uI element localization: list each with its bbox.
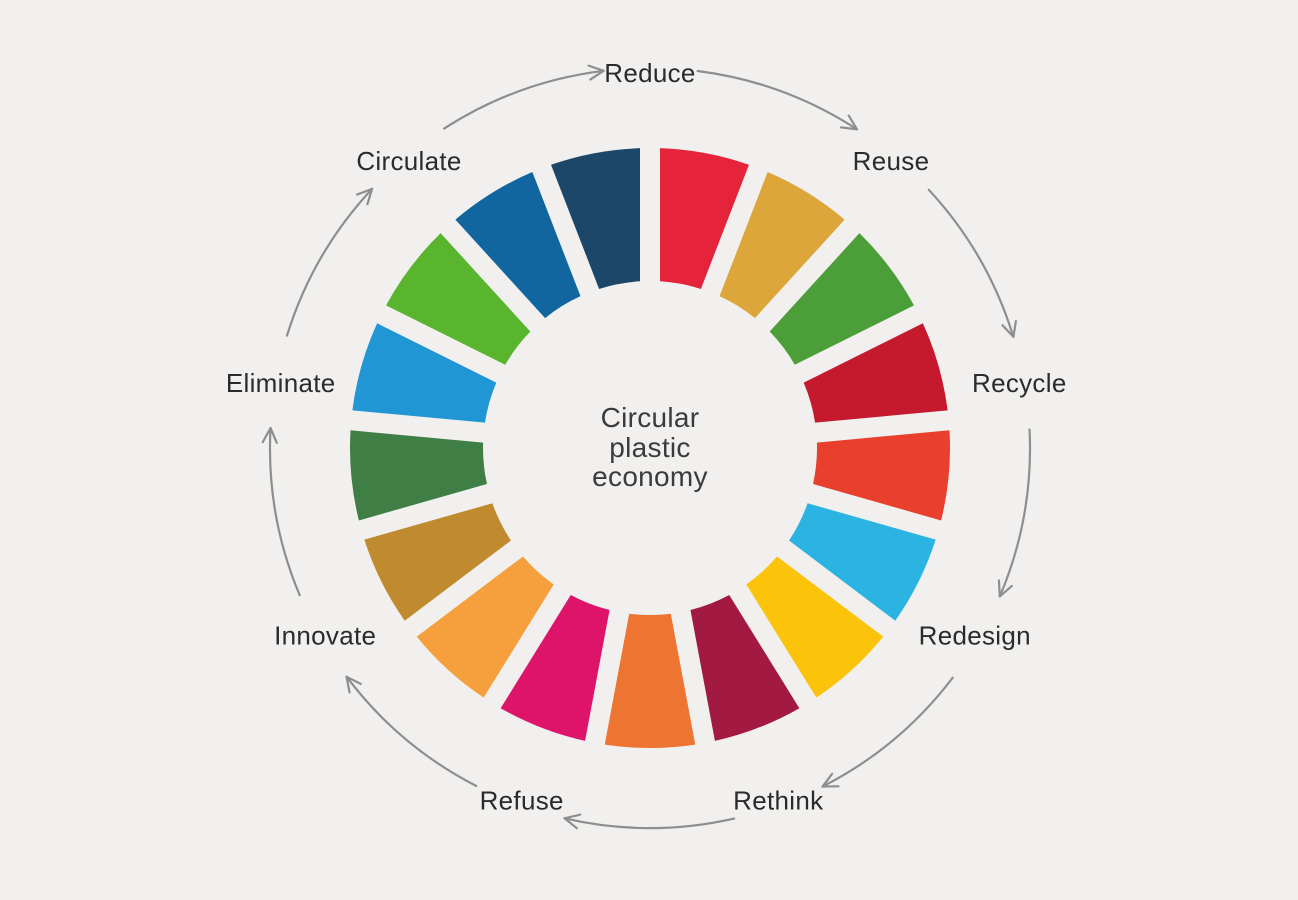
wheel-segment-9 (604, 613, 696, 749)
center-title-line-1: Circular (600, 402, 700, 433)
wheel-segment-12 (364, 503, 511, 621)
wheel-segment-14 (352, 323, 497, 423)
step-label-8: Eliminate (226, 368, 336, 398)
cycle-arrow-4 (821, 676, 954, 788)
cycle-arrowhead-6 (345, 675, 362, 694)
wheel-segment-15 (386, 233, 531, 365)
cycle-arrowhead-1 (839, 114, 859, 131)
wheel-segment-6 (789, 503, 936, 621)
cycle-arrow-8 (285, 187, 374, 337)
step-label-9: Circulate (356, 146, 461, 176)
step-label-4: Redesign (919, 621, 1031, 651)
wheel-segment-4 (803, 323, 948, 423)
wheel-segment-5 (813, 430, 951, 521)
center-title: Circular plastic economy (500, 403, 800, 492)
wheel-segment-17 (551, 148, 640, 289)
cycle-arrowhead-3 (997, 579, 1013, 598)
wheel-segment-8 (690, 595, 800, 741)
step-label-5: Rethink (733, 786, 824, 816)
step-label-2: Reuse (853, 146, 930, 176)
wheel-segment-7 (746, 556, 884, 698)
step-label-3: Recycle (972, 368, 1067, 398)
wheel-segment-13 (349, 430, 487, 521)
cycle-arrowhead-5 (563, 813, 582, 830)
cycle-arrow-7 (268, 427, 301, 597)
cycle-arrowhead-4 (821, 772, 840, 788)
step-label-1: Reduce (604, 58, 695, 88)
cycle-arrowhead-7 (261, 427, 278, 444)
wheel-segment-1 (660, 148, 749, 289)
cycle-arrow-2 (927, 188, 1015, 338)
wheel-segment-10 (500, 595, 610, 741)
center-title-line-3: economy (592, 461, 708, 492)
cycle-arrow-1 (696, 69, 859, 131)
cycle-arrow-5 (563, 817, 736, 830)
cycle-arrows (261, 64, 1032, 830)
step-label-7: Innovate (274, 621, 376, 651)
wheel-segment-16 (455, 172, 581, 319)
cycle-arrow-9 (443, 69, 605, 130)
wheel (349, 148, 951, 749)
wheel-segment-2 (719, 172, 845, 319)
cycle-arrowhead-9 (587, 64, 605, 81)
center-title-line-2: plastic (609, 431, 691, 463)
cycle-arrowhead-2 (1001, 320, 1017, 338)
step-label-6: Refuse (480, 786, 564, 816)
wheel-segment-11 (416, 556, 554, 698)
cycle-arrow-3 (998, 428, 1032, 598)
wheel-segment-3 (769, 233, 914, 365)
cycle-arrow-6 (345, 675, 478, 788)
cycle-arrowhead-8 (356, 187, 374, 206)
